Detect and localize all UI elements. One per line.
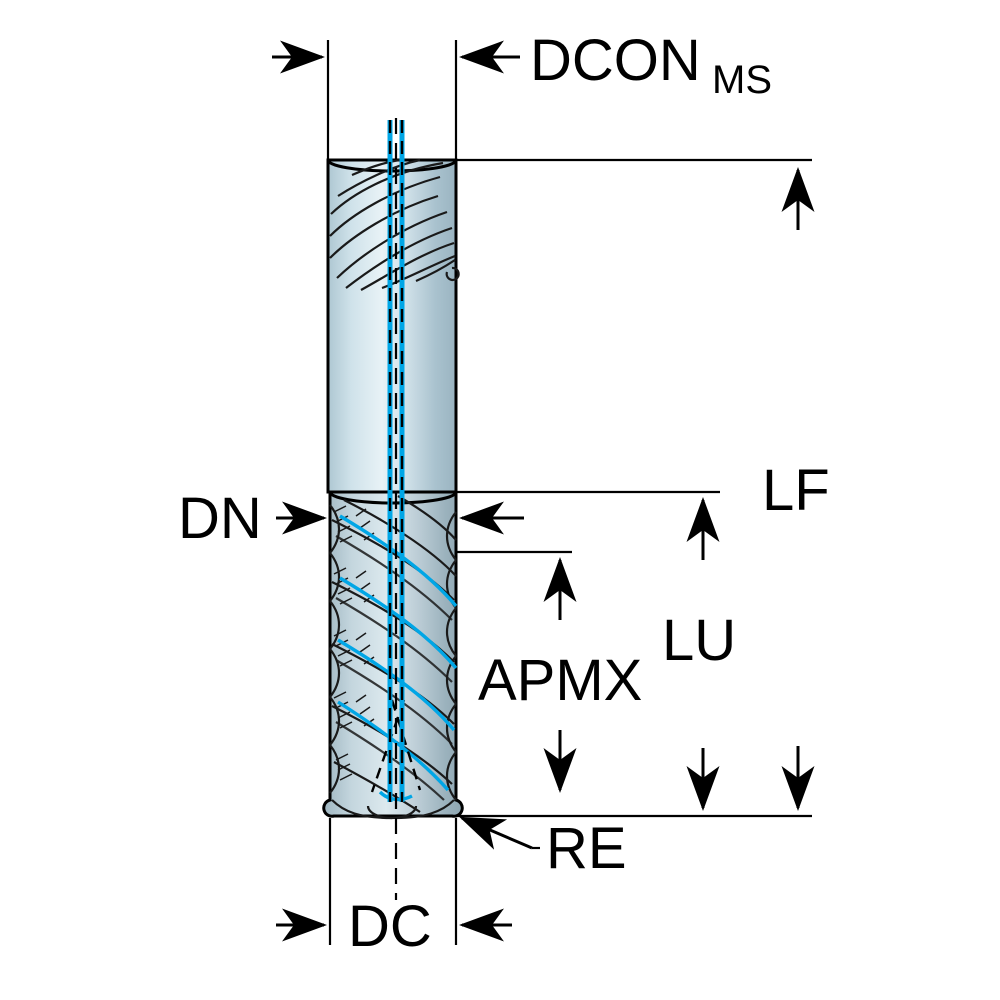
extension-lines (326, 40, 812, 945)
dimension-apmx: APMX (478, 557, 642, 793)
label-dc: DC (348, 894, 432, 959)
label-dn: DN (178, 486, 262, 551)
label-lu: LU (662, 608, 736, 673)
dimension-re: RE (459, 816, 627, 881)
dimension-dcon: DCON MS (272, 28, 772, 102)
coolant-hole (387, 120, 405, 802)
tool-flute-section (322, 490, 464, 820)
dimension-lu: LU (662, 497, 736, 811)
label-apmx: APMX (478, 648, 642, 713)
dimension-dc: DC (276, 894, 512, 959)
label-dcon: DCON (530, 28, 701, 93)
tool-shank (326, 158, 460, 494)
dimension-lf: LF (762, 167, 830, 811)
dimension-dn: DN (178, 486, 524, 551)
label-lf: LF (762, 458, 830, 523)
label-dcon-subscript: MS (712, 58, 772, 102)
label-re: RE (546, 816, 627, 881)
